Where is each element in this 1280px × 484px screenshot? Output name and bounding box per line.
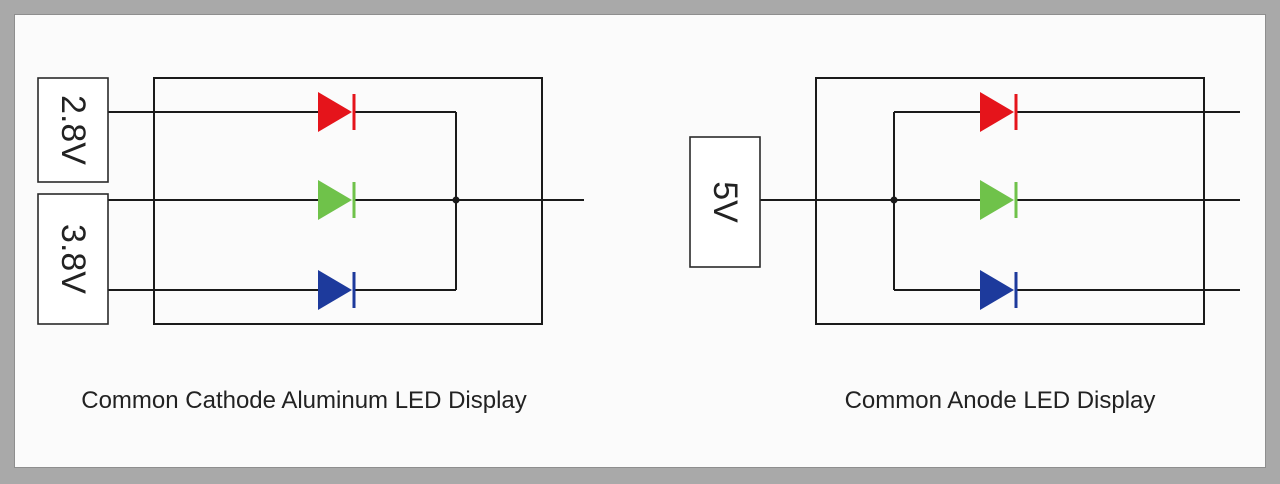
voltage-label-bottom: 3.8V bbox=[54, 224, 92, 294]
blue-led-icon bbox=[980, 270, 1018, 310]
junction-dot bbox=[452, 196, 460, 204]
green-led-icon bbox=[980, 180, 1018, 220]
common-anode-diagram: 5V Common Anode LED Display bbox=[689, 77, 1240, 414]
voltage-box-bottom bbox=[37, 193, 109, 325]
green-led-icon bbox=[318, 180, 356, 220]
voltage-label-top: 2.8V bbox=[54, 95, 92, 165]
voltage-label: 5V bbox=[706, 181, 744, 223]
red-led-icon bbox=[318, 92, 356, 132]
blue-led-icon bbox=[318, 270, 356, 310]
common-cathode-diagram: 2.8V 3.8V Common Cathode Aluminum LED Di… bbox=[37, 77, 584, 414]
caption-common-cathode: Common Cathode Aluminum LED Display bbox=[81, 387, 527, 414]
diagram-frame bbox=[14, 14, 1266, 468]
caption-common-anode: Common Anode LED Display bbox=[845, 387, 1156, 414]
red-led-icon bbox=[980, 92, 1018, 132]
voltage-box-top bbox=[37, 77, 109, 183]
voltage-box bbox=[689, 136, 761, 268]
